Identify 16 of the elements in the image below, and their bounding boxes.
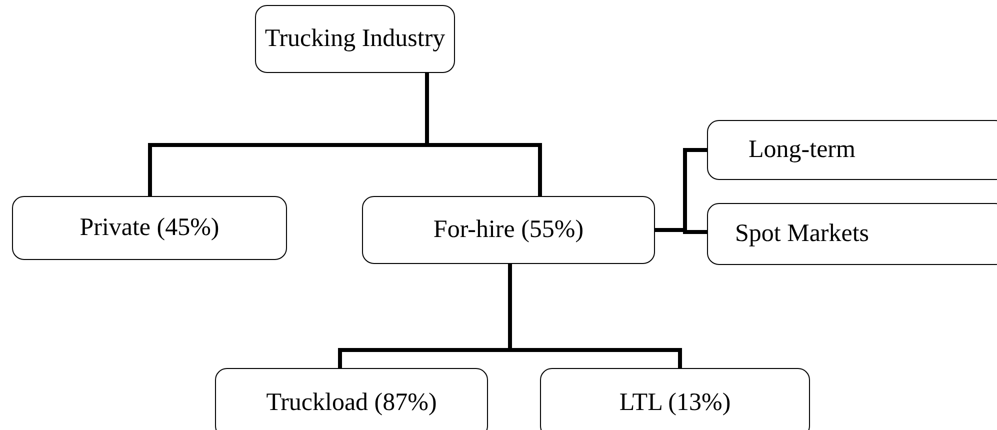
connector-line xyxy=(655,228,707,234)
rounded-box xyxy=(707,203,997,265)
rounded-box xyxy=(12,196,287,260)
rounded-box xyxy=(707,120,997,180)
node-label: Private (45%) xyxy=(80,214,220,242)
connector-line xyxy=(425,73,542,196)
rounded-box xyxy=(362,196,655,264)
node-label: For-hire (55%) xyxy=(433,216,584,244)
node-label: Spot Markets xyxy=(734,220,870,248)
rounded-box xyxy=(540,368,810,430)
node-label: LTL (13%) xyxy=(619,389,731,417)
rounded-box xyxy=(255,5,455,73)
node-label: Trucking Industry xyxy=(264,25,446,53)
node-label: Truckload (87%) xyxy=(266,389,437,417)
node-label: Long-term xyxy=(748,136,856,164)
rounded-box xyxy=(215,368,488,430)
